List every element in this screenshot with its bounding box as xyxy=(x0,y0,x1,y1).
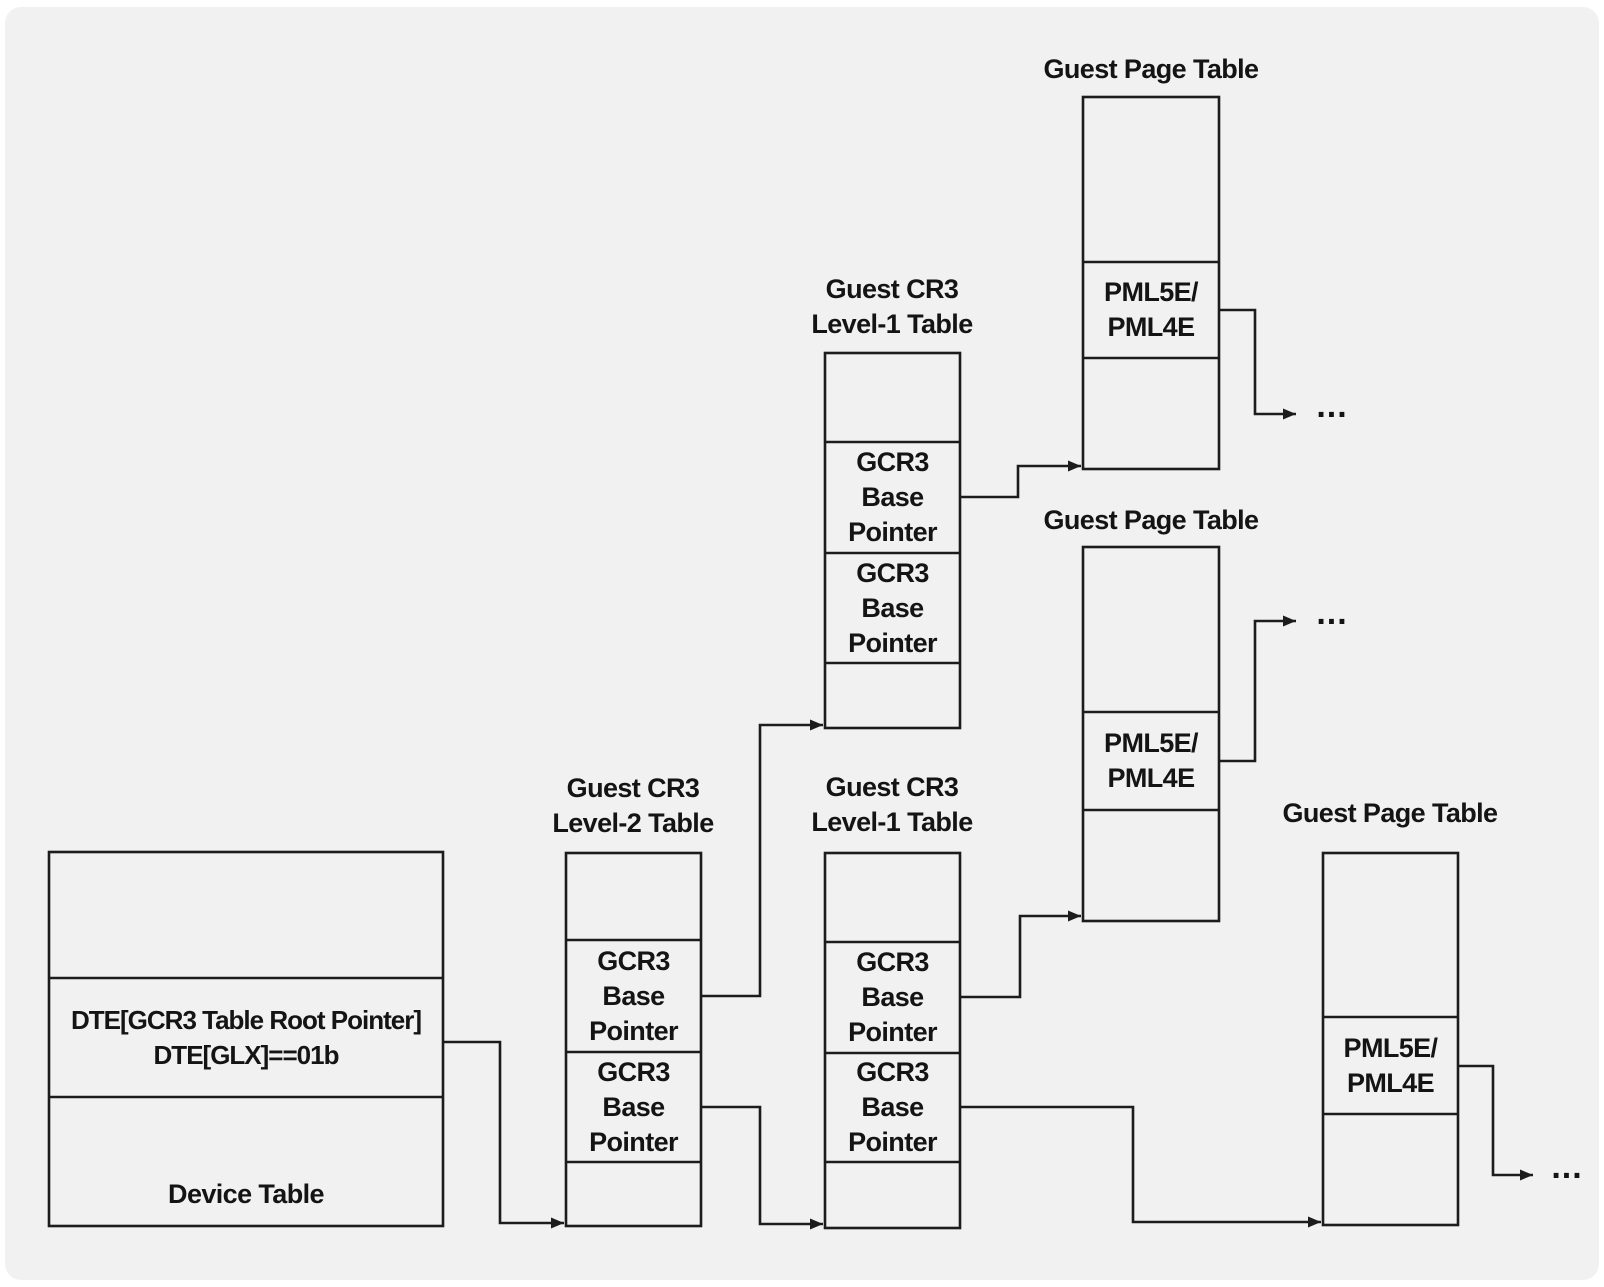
guest-page-table-top-ellipsis: ... xyxy=(1316,387,1348,425)
gcr3-level1-upper-box xyxy=(823,351,962,730)
device-table-pointer-entry: DTE[GCR3 Table Root Pointer] DTE[GLX]==0… xyxy=(71,1004,422,1070)
guest-page-table-middle-title: Guest Page Table xyxy=(1043,505,1260,535)
arrow-device-to-level2 xyxy=(443,1040,564,1229)
gcr3-level2-entry2: GCR3 Base Pointer xyxy=(589,1056,678,1157)
guest-page-table-top-box xyxy=(1081,95,1221,471)
gcr3-level1-upper-title: Guest CR3 Level-1 Table xyxy=(811,274,973,339)
gcr3-level1-lower-entry2: GCR3 Base Pointer xyxy=(848,1057,937,1157)
device-table-label: Device Table xyxy=(168,1178,324,1209)
gcr3-level1-upper-entry2: GCR3 Base Pointer xyxy=(848,557,937,658)
gcr3-level1-upper-entry1: GCR3 Base Pointer xyxy=(848,447,937,547)
arrow-gpt-middle-continuation xyxy=(1219,615,1296,763)
gcr3-level1-lower-entry1: GCR3 Base Pointer xyxy=(848,947,937,1047)
arrow-level2-entry1-to-level1-upper xyxy=(701,719,823,998)
guest-page-table-bottom-title: Guest Page Table xyxy=(1282,798,1499,828)
guest-page-table-bottom-entry: PML5E/ PML4E xyxy=(1343,1032,1439,1098)
gcr3-level2-entry1: GCR3 Base Pointer xyxy=(589,945,678,1046)
guest-page-table-middle-box xyxy=(1081,545,1221,923)
arrow-level1-lower-entry1-to-gpt-middle xyxy=(960,910,1081,999)
gcr3-level2-title: Guest CR3 Level-2 Table xyxy=(552,773,714,838)
gcr3-level1-lower-title: Guest CR3 Level-1 Table xyxy=(811,772,973,837)
arrow-level1-upper-to-gpt-top xyxy=(960,460,1081,499)
guest-page-table-bottom-box xyxy=(1321,851,1460,1227)
guest-page-table-top-entry: PML5E/ PML4E xyxy=(1104,277,1199,342)
guest-page-table-middle-entry: PML5E/ PML4E xyxy=(1104,728,1199,793)
arrow-gpt-top-continuation xyxy=(1219,308,1296,420)
guest-page-table-top-title: Guest Page Table xyxy=(1043,54,1260,84)
guest-page-table-middle-ellipsis: ... xyxy=(1316,594,1348,632)
arrow-gpt-bottom-continuation xyxy=(1458,1064,1533,1181)
guest-page-table-bottom-ellipsis: ... xyxy=(1551,1148,1583,1186)
gcr3-level2-box xyxy=(564,851,703,1228)
arrow-level1-lower-entry2-to-gpt-bottom xyxy=(960,1105,1321,1228)
arrow-level2-entry2-to-level1-lower xyxy=(701,1105,823,1230)
device-table-box xyxy=(47,850,445,1228)
gcr3-level1-lower-box xyxy=(823,851,962,1230)
